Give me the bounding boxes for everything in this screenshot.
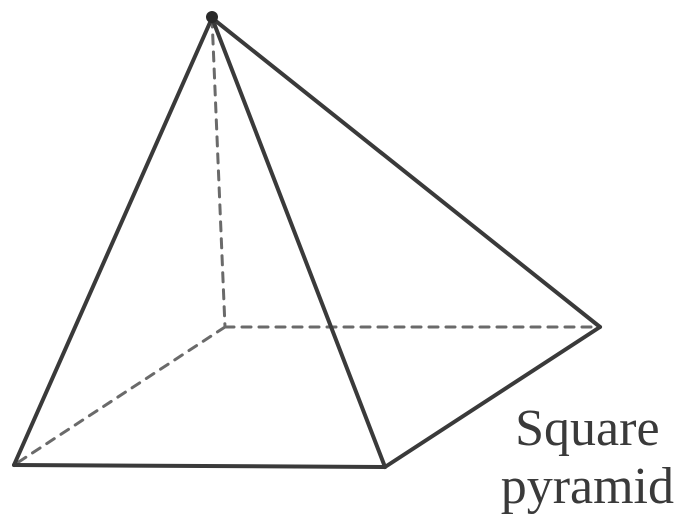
hidden-edge-apex-to-back-left	[210, 16, 227, 329]
edge-front-right-to-back-right	[383, 325, 602, 469]
pyramid-caption: Square pyramid	[501, 400, 674, 516]
apex-vertex	[206, 11, 218, 23]
caption-line-1: Square	[515, 400, 660, 457]
edge-front-left-to-front-right	[12, 463, 387, 469]
hidden-edge-back-left-to-front-left	[12, 325, 227, 467]
caption-line-2: pyramid	[500, 458, 674, 515]
edge-apex-to-front-right	[210, 16, 387, 469]
edge-apex-to-front-left	[12, 16, 214, 467]
edge-apex-to-back-right	[210, 16, 602, 329]
